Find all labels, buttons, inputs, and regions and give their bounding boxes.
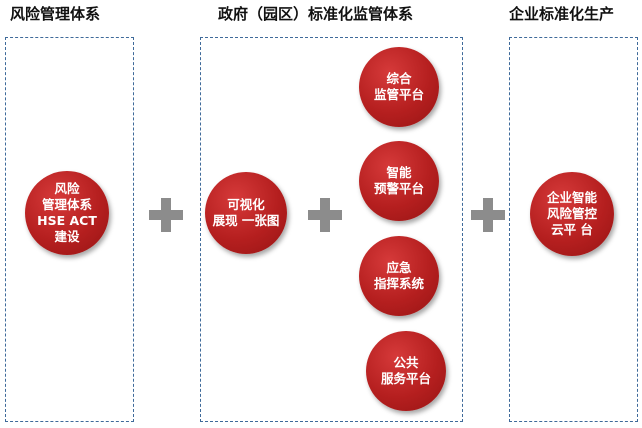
title-government-supervision: 政府（园区）标准化监管体系 bbox=[218, 5, 414, 23]
panel-enterprise-production bbox=[509, 37, 638, 422]
node-line: 展现 一张图 bbox=[212, 213, 280, 228]
node-line: 管理体系 bbox=[41, 197, 92, 212]
plus-icon bbox=[149, 198, 183, 232]
node-line: 智能 bbox=[386, 165, 412, 180]
node-line: 建设 bbox=[54, 229, 80, 244]
node-line: 预警平台 bbox=[373, 181, 424, 196]
node-visual-display: 可视化 展现 一张图 bbox=[205, 172, 287, 254]
node-line: 应急 bbox=[386, 260, 412, 275]
node-line: 可视化 bbox=[227, 197, 265, 212]
panel-government-supervision bbox=[200, 37, 463, 422]
plus-icon bbox=[471, 198, 505, 232]
node-line: 综合 bbox=[386, 71, 412, 86]
node-line: 企业智能 bbox=[546, 190, 597, 205]
node-public-service: 公共 服务平台 bbox=[366, 331, 446, 411]
node-line: 风险管控 bbox=[546, 206, 597, 221]
node-line: 指挥系统 bbox=[373, 276, 424, 291]
node-line: 服务平台 bbox=[380, 371, 431, 386]
node-line: 监管平台 bbox=[373, 87, 424, 102]
plus-icon bbox=[308, 198, 342, 232]
node-line: 公共 bbox=[393, 355, 419, 370]
node-emergency-command: 应急 指挥系统 bbox=[359, 236, 439, 316]
node-comprehensive-supervision: 综合 监管平台 bbox=[359, 47, 439, 127]
node-line: 云平 台 bbox=[551, 222, 593, 237]
node-line: 风险 bbox=[54, 181, 80, 196]
node-line: HSE ACT bbox=[37, 213, 97, 228]
title-risk-management: 风险管理体系 bbox=[10, 5, 101, 23]
title-enterprise-production: 企业标准化生产 bbox=[509, 5, 615, 23]
node-enterprise-risk-cloud: 企业智能 风险管控 云平 台 bbox=[530, 172, 614, 256]
node-intelligent-warning: 智能 预警平台 bbox=[359, 141, 439, 221]
node-risk-management-hse: 风险 管理体系 HSE ACT 建设 bbox=[25, 171, 109, 255]
panel-risk-management bbox=[5, 37, 134, 422]
